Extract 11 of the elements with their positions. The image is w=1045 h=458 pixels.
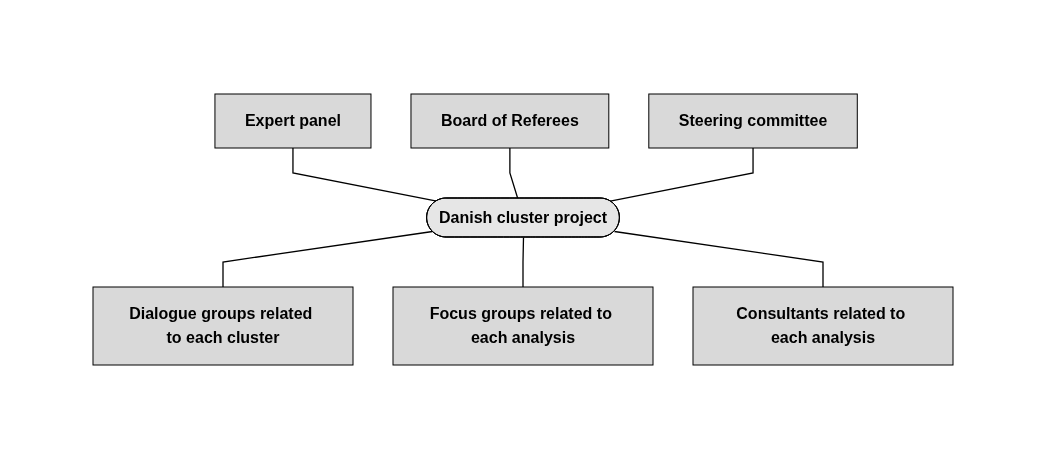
node-box: Dialogue groups related to each cluster	[92, 286, 353, 365]
node-box: Focus groups related to each analysis	[392, 286, 653, 365]
node-box: Expert panel	[213, 93, 371, 148]
node-box: Steering committee	[647, 93, 858, 148]
connector	[613, 230, 824, 288]
connector	[521, 236, 524, 288]
connector	[291, 146, 437, 202]
connector	[508, 146, 518, 199]
node-box: Board of Referees	[409, 93, 609, 148]
node-box: Consultants related to each analysis	[692, 286, 953, 365]
connector	[221, 230, 433, 288]
